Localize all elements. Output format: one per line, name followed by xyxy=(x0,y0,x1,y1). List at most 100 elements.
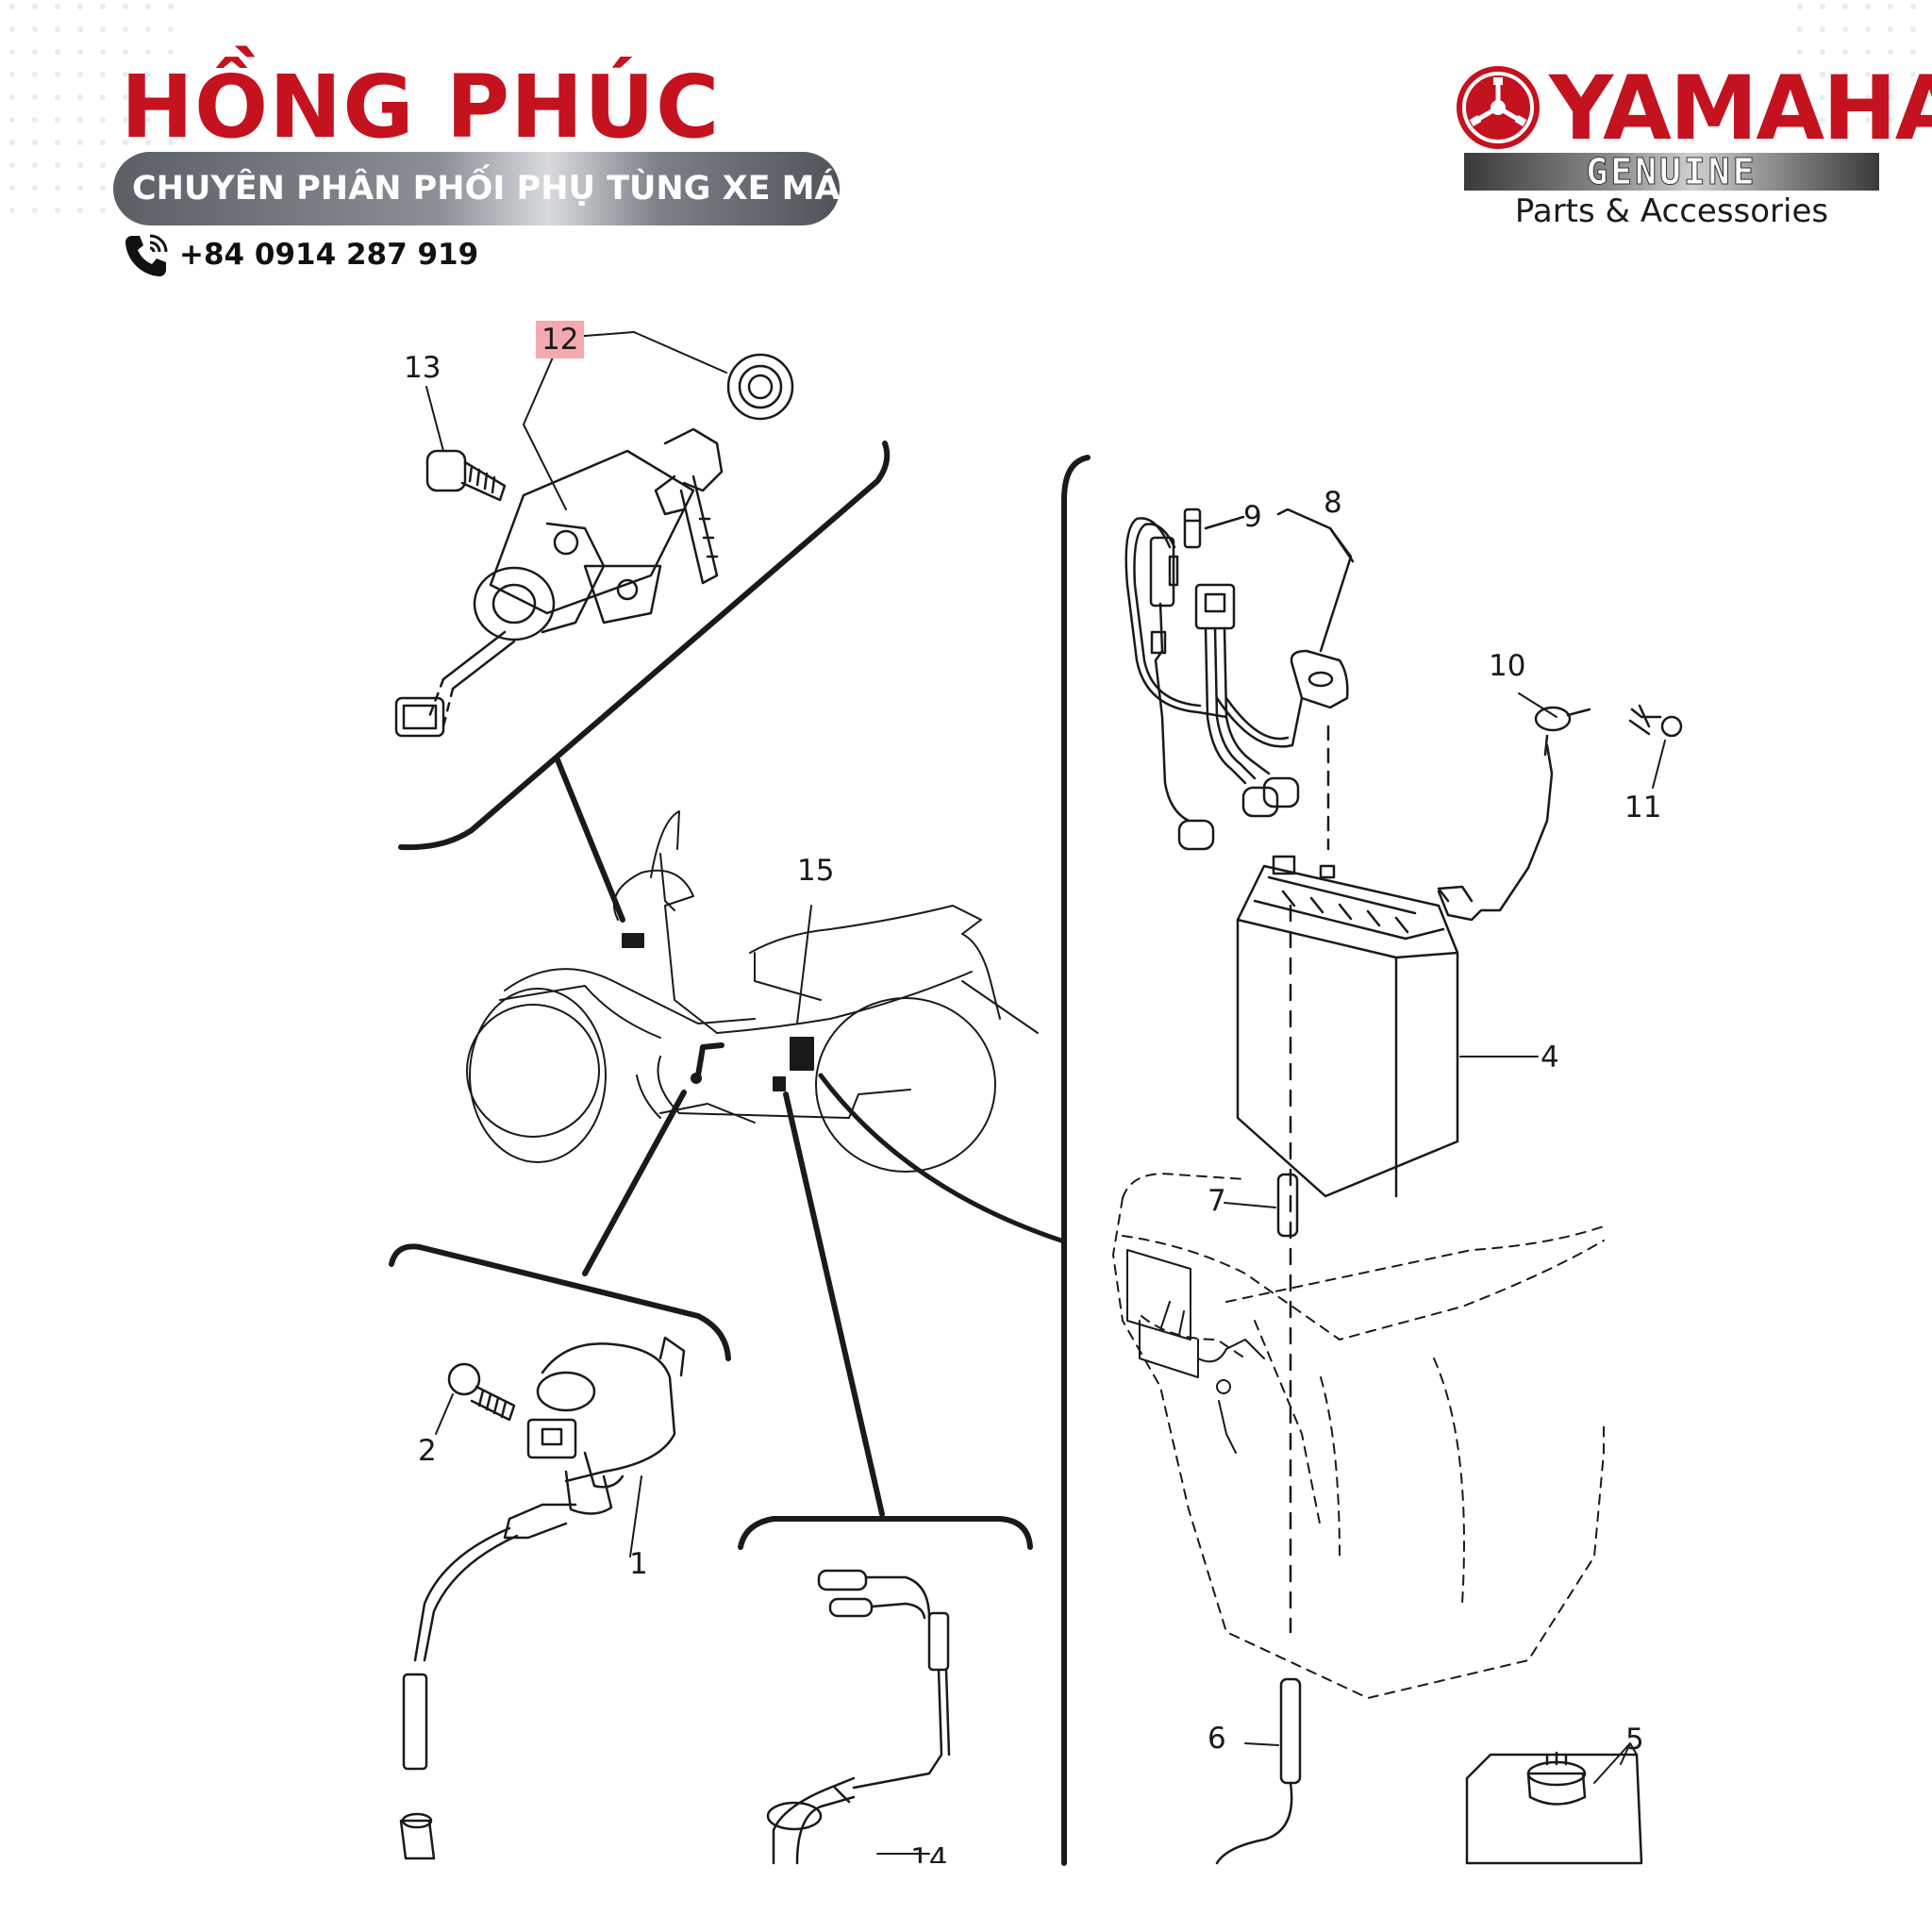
detail-frame-right xyxy=(1061,455,1091,1866)
decorative-dot xyxy=(145,72,151,77)
bolt-part-11 xyxy=(1628,704,1683,738)
genuine-banner: GENUINE xyxy=(1464,151,1879,192)
decorative-dot xyxy=(1910,49,1916,55)
decorative-dot xyxy=(32,4,38,9)
decorative-dot xyxy=(1888,4,1893,9)
pin-part-7 xyxy=(1224,1173,1299,1238)
decorative-dot xyxy=(1797,72,1803,77)
callout-6: 6 xyxy=(1208,1722,1226,1756)
decorative-dot xyxy=(9,72,15,77)
decorative-dot xyxy=(32,26,38,32)
parts-accessories-text: Parts & Accessories xyxy=(1514,192,1829,230)
decorative-dot xyxy=(168,49,174,55)
callout-12: 12 xyxy=(536,321,585,358)
ignition-coil-part-1 xyxy=(399,1336,686,1860)
decorative-dot xyxy=(123,94,128,100)
decorative-dot xyxy=(77,94,83,100)
callout-11: 11 xyxy=(1624,791,1662,824)
detail-frame-bottom-left xyxy=(389,1243,731,1361)
decorative-dot xyxy=(1910,94,1916,100)
decorative-dot xyxy=(100,140,106,145)
decorative-dot xyxy=(1865,4,1871,9)
decorative-dot xyxy=(145,94,151,100)
decorative-dot xyxy=(100,49,106,55)
leader-bike-to-plug-cap xyxy=(783,1091,885,1517)
shop-tagline-banner: CHUYÊN PHÂN PHỐI PHỤ TÙNG XE MÁY xyxy=(113,152,861,225)
decorative-dot xyxy=(123,117,128,123)
decorative-dot xyxy=(55,208,60,213)
decorative-dot xyxy=(145,26,151,32)
battery-box xyxy=(1112,1173,1605,1699)
decorative-dot xyxy=(168,94,174,100)
yamaha-tuning-fork-icon xyxy=(1457,66,1540,149)
decorative-dot xyxy=(9,162,15,168)
callout-14: 14 xyxy=(910,1842,948,1863)
decorative-dot xyxy=(123,140,128,145)
decorative-dot xyxy=(100,162,106,168)
genuine-text: GENUINE xyxy=(1586,151,1757,192)
decorative-dot xyxy=(9,26,15,32)
decorative-dot xyxy=(55,94,60,100)
decorative-dot xyxy=(55,185,60,191)
decorative-dot xyxy=(1865,117,1871,123)
decorative-dot xyxy=(55,117,60,123)
decorative-dot xyxy=(55,72,60,77)
decorative-dot xyxy=(1820,4,1825,9)
decorative-dot xyxy=(1888,26,1893,32)
decorative-dot xyxy=(100,185,106,191)
decorative-dot xyxy=(77,26,83,32)
decorative-dot xyxy=(1797,4,1803,9)
decorative-dot xyxy=(1820,94,1825,100)
ignition-switch-part-12 xyxy=(394,427,724,738)
decorative-dot xyxy=(77,140,83,145)
decorative-dot xyxy=(1842,26,1848,32)
decorative-dot xyxy=(1820,117,1825,123)
fuse-part-9 xyxy=(1183,508,1202,549)
detail-frame-top-left xyxy=(398,441,891,851)
callout-1: 1 xyxy=(629,1547,648,1581)
decorative-dot xyxy=(32,185,38,191)
callout-4: 4 xyxy=(1541,1041,1559,1074)
decorative-dot xyxy=(1842,4,1848,9)
decorative-dot xyxy=(77,162,83,168)
decorative-dot xyxy=(9,94,15,100)
decorative-dot xyxy=(100,94,106,100)
breather-pipe-part-6 xyxy=(1215,1677,1302,1865)
decorative-dot xyxy=(9,208,15,213)
decorative-dot xyxy=(32,140,38,145)
decorative-dot xyxy=(32,94,38,100)
decorative-dot xyxy=(1797,117,1803,123)
callout-15: 15 xyxy=(797,854,835,888)
decorative-dot xyxy=(145,117,151,123)
decorative-dot xyxy=(1888,94,1893,100)
decorative-dot xyxy=(123,4,128,9)
callout-9: 9 xyxy=(1243,500,1262,534)
decorative-dot xyxy=(77,117,83,123)
decorative-dot xyxy=(1842,117,1848,123)
decorative-dot xyxy=(55,140,60,145)
decorative-dot xyxy=(1888,117,1893,123)
electrolyte-bottle-part-5 xyxy=(1465,1751,1643,1865)
decorative-dot xyxy=(9,117,15,123)
decorative-dot xyxy=(1910,117,1916,123)
decorative-dot xyxy=(32,49,38,55)
callout-7: 7 xyxy=(1208,1184,1226,1218)
motorcycle-outline xyxy=(466,810,1039,1173)
callout-10: 10 xyxy=(1489,649,1526,683)
yamaha-wordmark: YAMAHA xyxy=(1549,58,1932,160)
callout-8: 8 xyxy=(1324,486,1342,520)
phone-icon xyxy=(125,234,168,276)
decorative-dot xyxy=(168,140,174,145)
decorative-dot xyxy=(77,72,83,77)
decorative-dot xyxy=(123,72,128,77)
decorative-dot xyxy=(77,4,83,9)
decorative-dot xyxy=(1865,26,1871,32)
decorative-dot xyxy=(1842,94,1848,100)
phone-number: +84 0914 287 919 xyxy=(179,238,479,272)
decorative-dot xyxy=(1865,72,1871,77)
callout-13: 13 xyxy=(404,351,441,385)
decorative-dot xyxy=(55,49,60,55)
decorative-dot xyxy=(100,26,106,32)
